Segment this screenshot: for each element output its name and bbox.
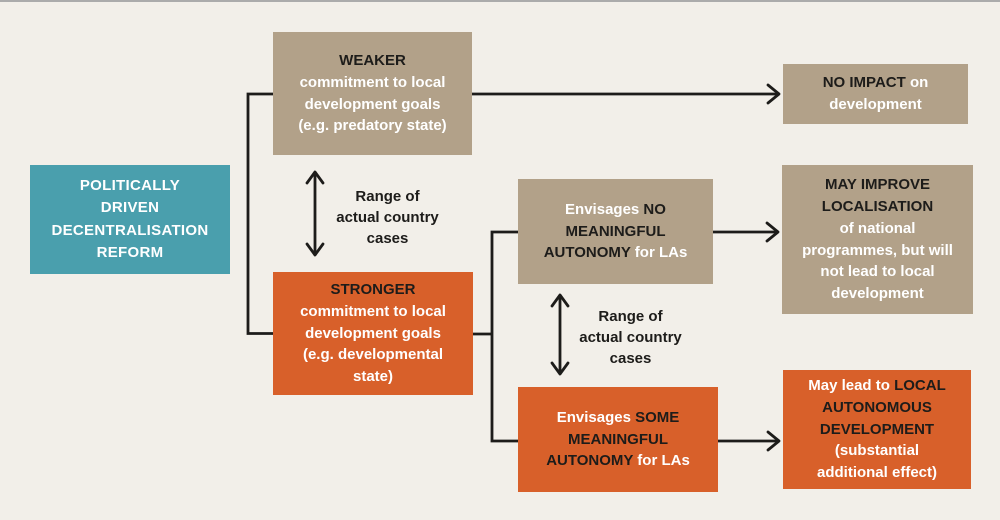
box-keyword: STRONGER xyxy=(330,281,416,299)
box-text: WEAKER commitment to local development g… xyxy=(273,50,472,137)
root-line: POLITICALLY xyxy=(79,176,181,194)
box-body-text: (substantial additional effect) xyxy=(816,442,937,482)
box-body-text: for LAs xyxy=(633,452,690,470)
box-keyword: NO IMPACT xyxy=(822,74,906,92)
box-politically-driven-reform: POLITICALLY DRIVEN DECENTRALISATION REFO… xyxy=(30,165,230,274)
box-text: MAY IMPROVE LOCALISATION of national pro… xyxy=(782,174,973,305)
range-of-country-cases-label-upper: Range of actual country cases xyxy=(320,186,455,249)
box-may-improve-localisation: MAY IMPROVE LOCALISATION of national pro… xyxy=(782,165,973,314)
box-body-text: May lead to xyxy=(808,377,890,395)
root-line: DECENTRALISATION xyxy=(51,221,209,239)
root-line: REFORM xyxy=(96,244,164,261)
label-line: Range of xyxy=(355,188,420,205)
label-line: cases xyxy=(366,230,409,247)
box-text: NO IMPACT on development xyxy=(783,72,968,116)
box-body-text: commitment to local development goals (e… xyxy=(298,73,447,135)
root-branch-connector xyxy=(246,92,273,335)
arrow-envisages-some-to-local-development xyxy=(718,430,781,452)
box-body-text: on development xyxy=(829,74,929,113)
arrow-weaker-to-no-impact xyxy=(472,83,781,105)
stronger-branch-connector xyxy=(473,230,518,443)
label-line: cases xyxy=(609,350,652,367)
range-of-country-cases-label-lower: Range of actual country cases xyxy=(563,306,698,369)
box-keyword: LOCAL AUTONOMOUS DEVELOPMENT xyxy=(819,377,946,438)
box-text: POLITICALLY DRIVEN DECENTRALISATION REFO… xyxy=(30,175,230,265)
box-text: May lead to LOCAL AUTONOMOUS DEVELOPMENT… xyxy=(783,375,971,484)
box-keyword: SOME MEANINGFUL AUTONOMY xyxy=(546,408,680,470)
box-text: Envisages SOME MEANINGFUL AUTONOMY for L… xyxy=(518,407,718,472)
box-stronger-commitment: STRONGER commitment to local development… xyxy=(273,272,473,395)
box-no-impact: NO IMPACT on development xyxy=(783,64,968,124)
root-line: DRIVEN xyxy=(100,199,160,216)
box-local-autonomous-development: May lead to LOCAL AUTONOMOUS DEVELOPMENT… xyxy=(783,370,971,489)
box-body-text: for LAs xyxy=(630,244,688,262)
box-body-text: Envisages xyxy=(565,200,640,218)
box-weaker-commitment: WEAKER commitment to local development g… xyxy=(273,32,472,155)
box-text: Envisages NO MEANINGFUL AUTONOMY for LAs xyxy=(518,199,713,264)
label-line: Range of xyxy=(598,308,663,325)
arrow-envisages-no-to-may-improve xyxy=(713,221,780,243)
box-keyword: MAY IMPROVE LOCALISATION xyxy=(821,176,934,215)
box-text: STRONGER commitment to local development… xyxy=(273,279,473,388)
box-keyword: WEAKER xyxy=(339,52,406,69)
box-body-text: of national programmes, but will not lea… xyxy=(802,219,953,302)
label-line: actual country xyxy=(336,209,439,226)
box-body-text: Envisages xyxy=(556,408,631,426)
box-envisages-no-autonomy: Envisages NO MEANINGFUL AUTONOMY for LAs xyxy=(518,179,713,284)
label-line: actual country xyxy=(579,329,682,346)
box-keyword: NO MEANINGFUL AUTONOMY xyxy=(543,200,666,262)
box-envisages-some-autonomy: Envisages SOME MEANINGFUL AUTONOMY for L… xyxy=(518,387,718,492)
box-body-text: commitment to local development goals (e… xyxy=(300,302,446,386)
